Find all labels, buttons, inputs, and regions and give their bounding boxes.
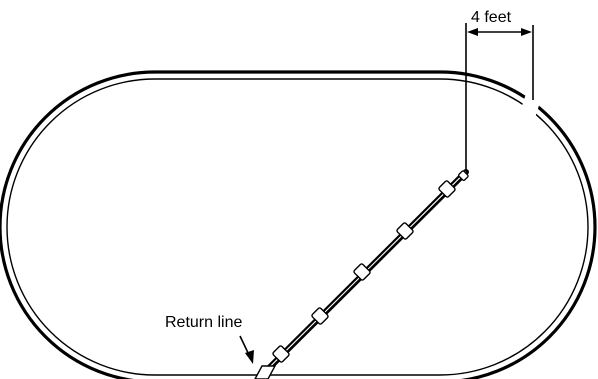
dimension-marker: 4 feet <box>465 9 534 172</box>
return-line-label: Return line <box>165 314 242 331</box>
dimension-arrow-right <box>521 28 532 36</box>
hose-end-fitting <box>458 170 469 181</box>
dimension-label: 4 feet <box>471 9 512 26</box>
pool-outline <box>0 70 597 379</box>
pool-outer-edge <box>0 70 597 379</box>
return-line-arrowhead <box>245 350 254 364</box>
hose-assembly <box>259 169 469 378</box>
return-line-callout: Return line <box>165 314 254 364</box>
hose-float-2 <box>311 307 329 325</box>
hose-float-1 <box>272 345 290 363</box>
dimension-arrow-left <box>467 28 478 36</box>
pool-inner-edge <box>6 78 589 376</box>
return-line-fitting <box>254 365 277 379</box>
hose-float-5 <box>438 180 456 198</box>
hose-float-4 <box>396 222 414 240</box>
hose-float-3 <box>353 263 371 281</box>
